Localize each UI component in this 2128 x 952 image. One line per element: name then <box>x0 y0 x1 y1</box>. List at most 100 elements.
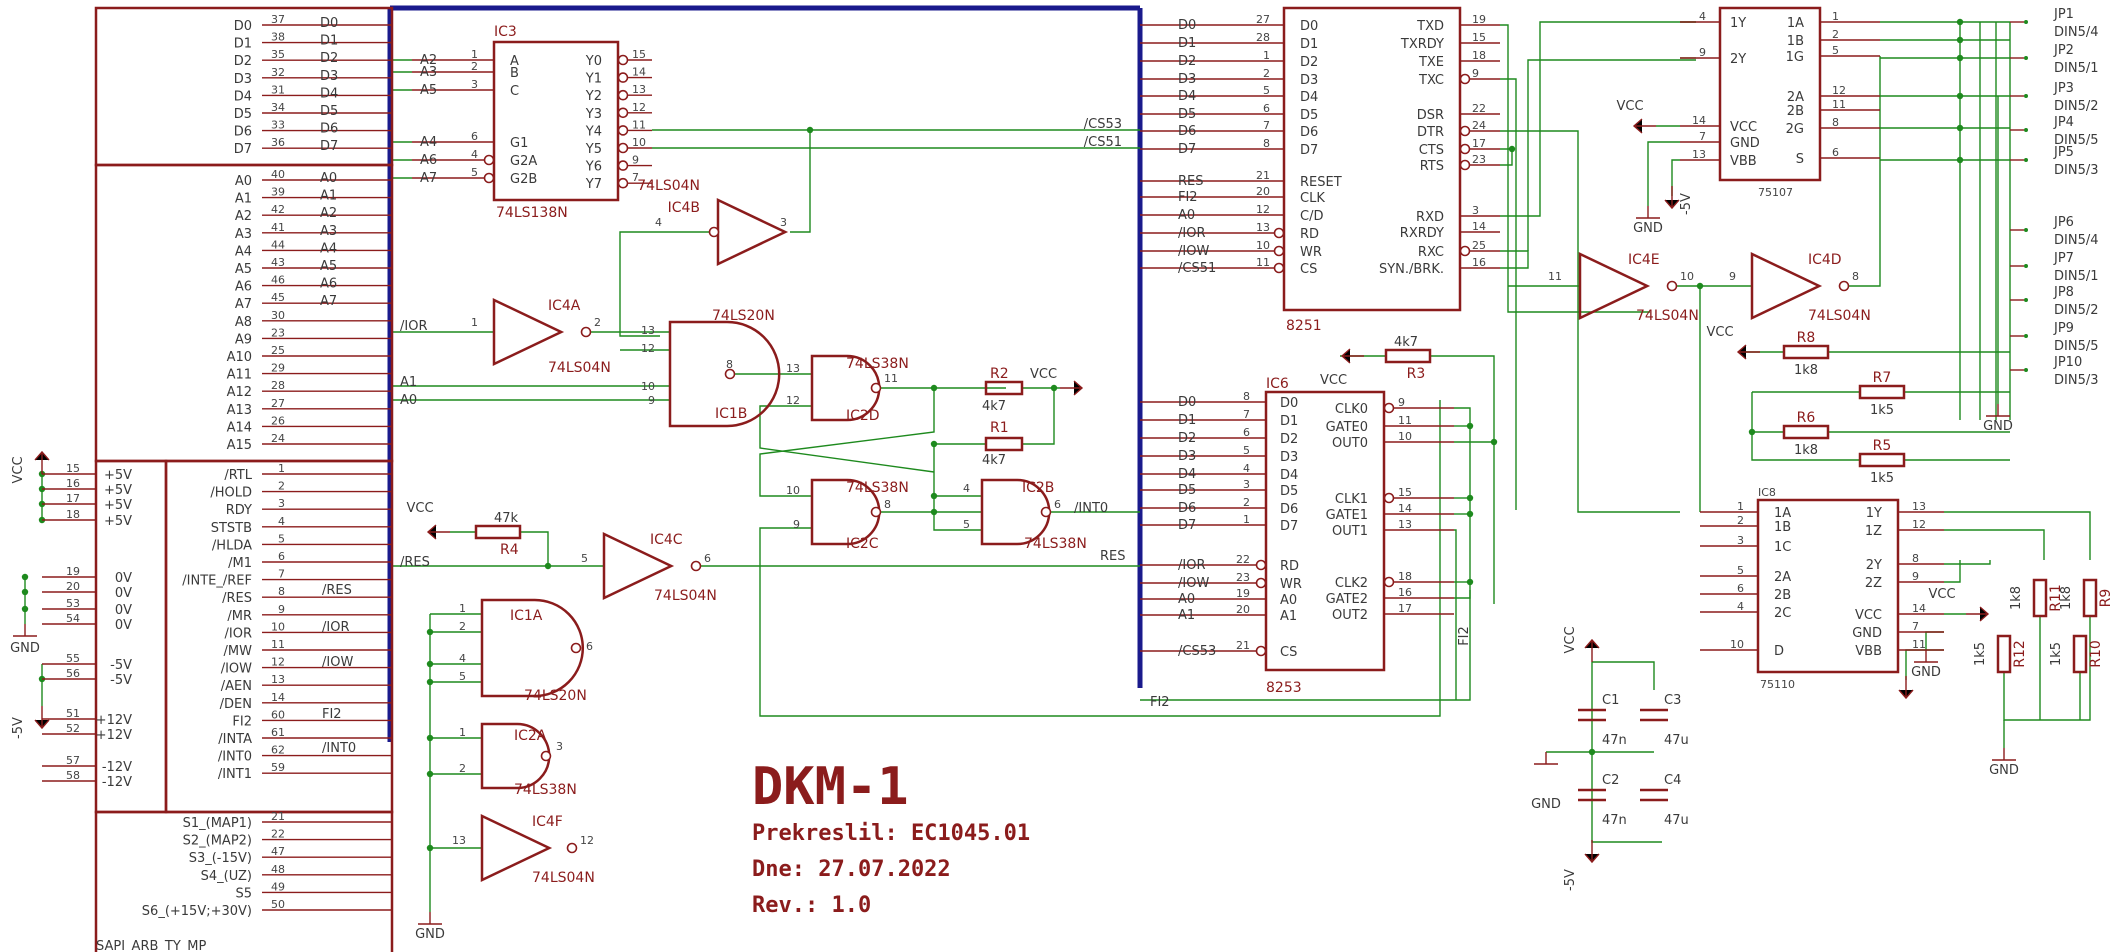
pin-number: 8 <box>1832 116 1839 129</box>
pin-number: 8 <box>1852 270 1859 283</box>
pin-number: 15 <box>66 462 80 475</box>
r9-resistor <box>2082 578 2098 618</box>
pin-number: 38 <box>271 31 285 44</box>
m5-label: -5V <box>11 717 26 739</box>
pin-number: 14 <box>1398 502 1412 515</box>
inversion-bubble <box>617 142 629 154</box>
r8-resistor <box>1782 344 1830 360</box>
wire <box>1944 560 1961 583</box>
inversion-bubble <box>1459 159 1471 171</box>
jumper-name: JP7 <box>2053 251 2074 266</box>
conn-addr-label: A14 <box>227 420 252 435</box>
data-bus <box>387 5 1143 742</box>
ic4f-part: 74LS04N <box>532 870 595 886</box>
pin-number: 5 <box>1243 444 1250 457</box>
pin-number: 5 <box>1737 564 1744 577</box>
pin-number: 1 <box>459 602 466 615</box>
pin-number: 14 <box>271 691 285 704</box>
net-label-cs51: /CS51 <box>1084 135 1122 150</box>
pin-number: 58 <box>66 769 80 782</box>
ic3-out-label: Y1 <box>585 72 602 87</box>
r5-resistor <box>1858 452 1906 468</box>
m5-label-75107: -5V <box>1679 193 1694 215</box>
ic4c-part: 74LS04N <box>654 588 717 604</box>
pin-number: 3 <box>556 740 563 753</box>
junction <box>426 628 434 636</box>
i8251-net-label: D7 <box>1178 142 1196 157</box>
conn-addr-label: A6 <box>235 280 252 295</box>
i75107-out-label: 2B <box>1787 104 1804 119</box>
vcc-label-r2: VCC <box>1030 367 1057 382</box>
pin-number: 7 <box>1912 620 1919 633</box>
pin-number: 52 <box>66 722 80 735</box>
i8251-in-label: CLK <box>1300 191 1325 206</box>
net-label-int0: /INT0 <box>322 741 356 756</box>
conn-addr-label: A4 <box>235 244 252 259</box>
pin-number: 3 <box>278 497 285 510</box>
ic2a-ref: IC2A <box>514 728 547 744</box>
jumper-pin: DIN5/4 <box>2054 233 2099 248</box>
ic1a-part: 74LS20N <box>524 688 587 704</box>
pin-number: 2 <box>459 762 466 775</box>
r2-val: 4k7 <box>982 399 1006 414</box>
pin-number: 5 <box>581 552 588 565</box>
pin-number: 1 <box>1832 10 1839 23</box>
i8253-net-label: D4 <box>1178 467 1196 482</box>
pin-number: 1 <box>471 48 478 61</box>
conn-ctrl-label: /MR <box>227 609 252 624</box>
i8251-net-label: D0 <box>1178 18 1196 33</box>
i75110-ref: IC8 <box>1758 486 1776 499</box>
conn-power-label: 0V <box>115 618 132 633</box>
conn-data-label: D1 <box>234 37 252 52</box>
i8253-in-label: D1 <box>1280 414 1298 429</box>
pin-number: 21 <box>1256 169 1270 182</box>
pin-number: 12 <box>1912 518 1926 531</box>
pin-number: 23 <box>271 326 285 339</box>
junction <box>1050 384 1058 392</box>
ic4a-part: 74LS04N <box>548 360 611 376</box>
pin-number: 13 <box>786 362 800 375</box>
ic2c-pin9-wire <box>759 400 1441 717</box>
pin-number: 33 <box>271 119 285 132</box>
conn-ctrl-label: /M1 <box>228 556 252 571</box>
ic3-net-label: A4 <box>420 135 437 150</box>
pin-number: 51 <box>66 707 80 720</box>
connector-sel <box>94 810 394 952</box>
ic3-in-label: A <box>510 54 519 69</box>
pin-number: 9 <box>1729 270 1736 283</box>
net-label: D4 <box>320 86 338 101</box>
pin-number: 20 <box>1236 603 1250 616</box>
title-date: Dne: 27.07.2022 <box>752 857 951 882</box>
conn-addr-label: A10 <box>227 350 252 365</box>
i8253-in-label: D5 <box>1280 484 1298 499</box>
net-label: D7 <box>320 139 338 154</box>
inversion-bubble <box>617 160 629 171</box>
pin-number: 21 <box>1236 639 1250 652</box>
conn-ctrl-label: FI2 <box>232 714 252 729</box>
net-label-ior: /IOR <box>322 620 349 635</box>
pin-number: 25 <box>1472 239 1486 252</box>
inversion-bubble <box>1383 576 1395 588</box>
pin-number: 6 <box>1832 146 1839 159</box>
r10-val: 1k5 <box>2049 642 2064 666</box>
vcc-arrow-r8 <box>1736 344 1760 360</box>
pin-number: 9 <box>1398 396 1405 409</box>
title-redrawn: Prekreslil: EC1045.01 <box>752 821 1030 846</box>
pin-number: 22 <box>1472 102 1486 115</box>
conn-power-label: -12V <box>102 775 132 790</box>
pin-number: 11 <box>1912 638 1926 651</box>
conn-addr-label: A1 <box>235 192 252 207</box>
pin-number: 10 <box>1256 239 1270 252</box>
pin-number: 5 <box>1263 84 1270 97</box>
pin-number: 14 <box>1692 114 1706 127</box>
pin-number: 1 <box>1243 513 1250 526</box>
inversion-bubble <box>617 54 629 66</box>
ic3-out-label: Y5 <box>585 142 602 157</box>
pin-number: 3 <box>1472 204 1479 217</box>
i75110-in-label: D <box>1774 644 1784 659</box>
gnd-75110 <box>1914 650 1938 663</box>
i75110-out-label: 2Y <box>1866 558 1882 573</box>
vcc-arrow-r2 <box>1060 380 1084 396</box>
r2-resistor <box>984 380 1024 396</box>
gnd-caps <box>1534 752 1558 765</box>
